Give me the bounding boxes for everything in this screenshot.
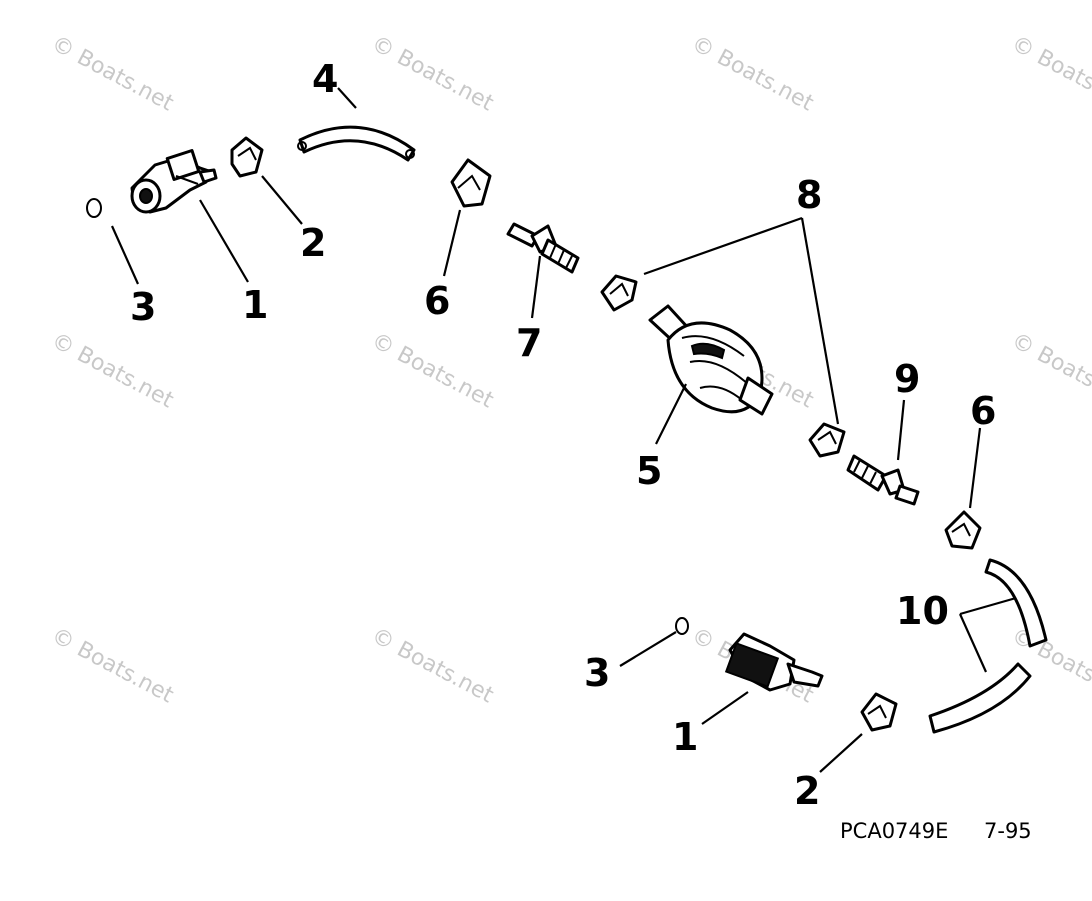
callout-label: 6	[424, 279, 450, 323]
clamp-part	[230, 136, 264, 178]
watermark: © Boats.net	[687, 31, 818, 116]
diagram-code: PCA0749E	[840, 819, 948, 843]
clip-part	[808, 422, 846, 458]
callout-label: 1	[242, 283, 268, 327]
watermark: © Boats.net	[367, 328, 498, 413]
callout-label: 10	[896, 589, 949, 633]
callout-label: 4	[312, 57, 338, 101]
primer-bulb-part	[648, 304, 774, 416]
watermark: © Boats.net	[47, 623, 178, 708]
callout-label: 8	[796, 173, 822, 217]
watermark: © Boats.net	[1007, 328, 1092, 413]
clip-part	[600, 274, 638, 312]
hose-end	[405, 149, 415, 159]
callout-label: 9	[894, 357, 920, 401]
clamp-part	[450, 158, 492, 208]
diagram-date: 7-95	[984, 819, 1032, 843]
clamp-part	[944, 510, 982, 550]
leader-lines	[110, 87, 1017, 773]
barbed-fitting-part	[846, 454, 920, 506]
hose-part	[984, 558, 1048, 648]
callout-label: 6	[970, 389, 996, 433]
callout-label: 2	[300, 221, 326, 265]
hose-part	[928, 662, 1032, 734]
hose-part	[298, 125, 416, 162]
watermark: © Boats.net	[47, 31, 178, 116]
hose-end	[297, 141, 307, 151]
callout-label: 3	[130, 285, 156, 329]
callout-label: 2	[794, 769, 820, 813]
callout-label: 3	[584, 651, 610, 695]
clamp-part	[860, 692, 898, 732]
watermark: © Boats.net	[367, 623, 498, 708]
callout-label: 1	[672, 715, 698, 759]
barbed-fitting-part	[506, 222, 580, 274]
o-ring-part	[675, 617, 689, 635]
callout-label: 5	[636, 449, 662, 493]
connector-part	[724, 632, 824, 692]
watermark: © Boats.net	[1007, 31, 1092, 116]
watermark: © Boats.net	[47, 328, 178, 413]
callout-labels: 4 2 3 1 6 8 7 9 6 5 10 3 1 2	[130, 57, 996, 813]
o-ring-part	[86, 198, 102, 218]
callout-label: 7	[516, 321, 542, 365]
connector-part	[130, 149, 218, 214]
watermark: © Boats.net	[367, 31, 498, 116]
